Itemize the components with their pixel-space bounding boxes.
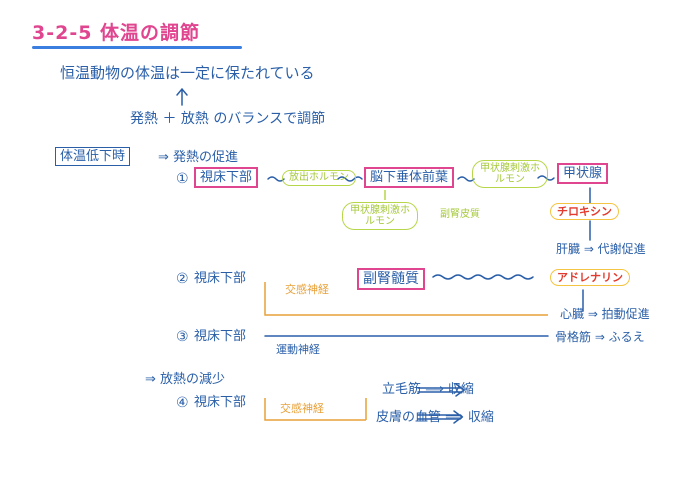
reduce-text: ⇒ 放熱の減少 xyxy=(145,372,226,387)
piloerector-effect: 立毛筋 ⟹ 収縮 xyxy=(382,382,474,397)
anterior-pituitary-box: 脳下垂体前葉 xyxy=(364,167,455,188)
muscle-effect: 骨格筋 ⇒ ふるえ xyxy=(555,330,645,344)
motor-nerve: 運動神経 xyxy=(276,343,320,356)
adrenal-medulla-box: 副腎髄質 xyxy=(357,268,425,290)
circle-1: ① xyxy=(176,171,189,187)
tsh-bubble-lower: 甲状腺刺激ホルモン xyxy=(342,202,418,230)
balance-text: 発熱 ＋ 放熱 のバランスで調節 xyxy=(130,111,326,127)
condition-label: 体温低下時 xyxy=(55,147,131,166)
hypothalamus-2: 視床下部 xyxy=(194,271,247,286)
wavy-arrow-icon xyxy=(432,274,534,280)
liver-effect: 肝臓 ⇒ 代謝促進 xyxy=(556,242,646,256)
sympathetic-nerve-1: 交感神経 xyxy=(285,283,329,296)
wavy-arrow-icon xyxy=(267,176,285,182)
double-arrow-icon xyxy=(417,383,466,397)
thyroxine-bubble: チロキシン xyxy=(550,203,619,220)
statement: 恒温動物の体温は一定に保たれている xyxy=(60,64,315,82)
thyroid-box: 甲状腺 xyxy=(557,163,609,184)
hypothalamus-box: 視床下部 xyxy=(194,167,259,188)
adrenal-cortex-label: 副腎皮質 xyxy=(440,209,480,220)
sympathetic-nerve-2: 交感神経 xyxy=(280,402,324,415)
promote-text: ⇒ 発熱の促進 xyxy=(158,150,239,165)
page-title: 3-2-5 体温の調節 xyxy=(32,22,201,44)
sympathetic-bracket xyxy=(264,398,367,421)
title-underline xyxy=(32,46,242,49)
sympathetic-bracket xyxy=(264,282,548,316)
skin-vessels-effect: 皮膚の血管 ⟹ 収縮 xyxy=(376,410,494,425)
adrenaline-bubble: アドレナリン xyxy=(550,269,630,286)
double-arrow-icon xyxy=(417,410,464,424)
heart-effect: 心臓 ⇒ 拍動促進 xyxy=(560,307,650,321)
circle-4: ④ xyxy=(176,395,189,411)
hypothalamus-4: 視床下部 xyxy=(194,395,247,410)
tsh-bubble-upper: 甲状腺刺激ホルモン xyxy=(472,160,548,188)
up-arrow-icon xyxy=(176,87,188,106)
releasing-hormone: 放出ホルモン xyxy=(282,170,356,186)
wavy-arrow-icon xyxy=(457,176,475,182)
circle-3: ③ xyxy=(176,329,189,345)
hypothalamus-3: 視床下部 xyxy=(194,329,247,344)
circle-2: ② xyxy=(176,271,189,287)
